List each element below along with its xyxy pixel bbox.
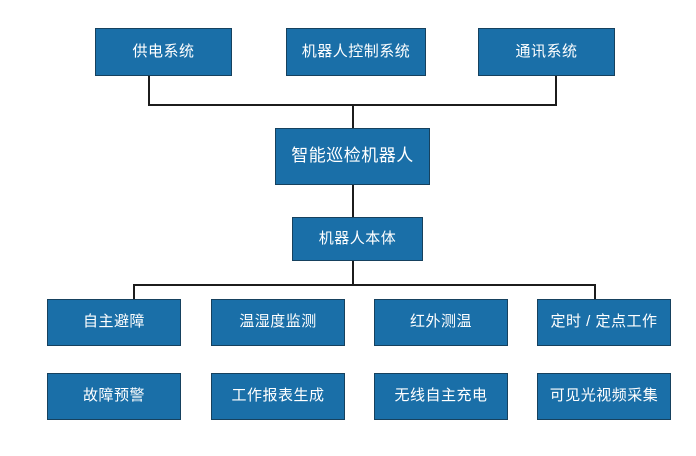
node-label: 可见光视频采集	[549, 387, 659, 405]
connector-communication-dropline	[555, 76, 557, 106]
node-autonomous-obstacle-avoidance[interactable]: 自主避障	[47, 299, 181, 346]
connector-sources-to-root	[352, 104, 354, 129]
node-fault-early-warning[interactable]: 故障预警	[47, 373, 181, 420]
node-work-report-generation[interactable]: 工作报表生成	[211, 373, 345, 420]
connector-bus-to-autonomous-obstacle-avoidance	[133, 284, 135, 299]
node-label: 机器人本体	[318, 229, 397, 247]
connector-body-to-bus	[352, 261, 354, 286]
node-label: 机器人控制系统	[301, 42, 411, 60]
node-intelligent-inspection-robot[interactable]: 智能巡检机器人	[275, 128, 430, 185]
node-label: 故障预警	[82, 387, 145, 405]
node-wireless-autonomous-charging[interactable]: 无线自主充电	[374, 373, 508, 420]
node-timed-fixed-point-work[interactable]: 定时 / 定点工作	[537, 299, 671, 346]
node-label: 温湿度监测	[239, 313, 317, 331]
connector-power-supply-dropline	[148, 76, 150, 106]
node-label: 智能巡检机器人	[291, 146, 414, 166]
node-robot-control-system[interactable]: 机器人控制系统	[286, 28, 426, 76]
node-communication-system[interactable]: 通讯系统	[478, 28, 615, 76]
node-label: 供电系统	[132, 42, 195, 60]
node-label: 通讯系统	[515, 42, 578, 60]
node-robot-main-body[interactable]: 机器人本体	[292, 217, 423, 261]
connector-bus-to-timed-fixed-point-work	[594, 284, 596, 299]
connector-functions-bus-bar	[133, 284, 596, 286]
node-label: 无线自主充电	[394, 387, 488, 405]
node-infrared-temperature-measurement[interactable]: 红外测温	[374, 299, 508, 346]
node-power-supply-system[interactable]: 供电系统	[95, 28, 232, 76]
node-visible-light-video-capture[interactable]: 可见光视频采集	[537, 373, 671, 420]
node-label: 定时 / 定点工作	[550, 313, 658, 331]
connector-root-to-body	[352, 185, 354, 217]
node-label: 红外测温	[409, 313, 472, 331]
node-label: 工作报表生成	[231, 387, 325, 405]
node-temperature-humidity-monitoring[interactable]: 温湿度监测	[211, 299, 345, 346]
node-label: 自主避障	[82, 313, 145, 331]
